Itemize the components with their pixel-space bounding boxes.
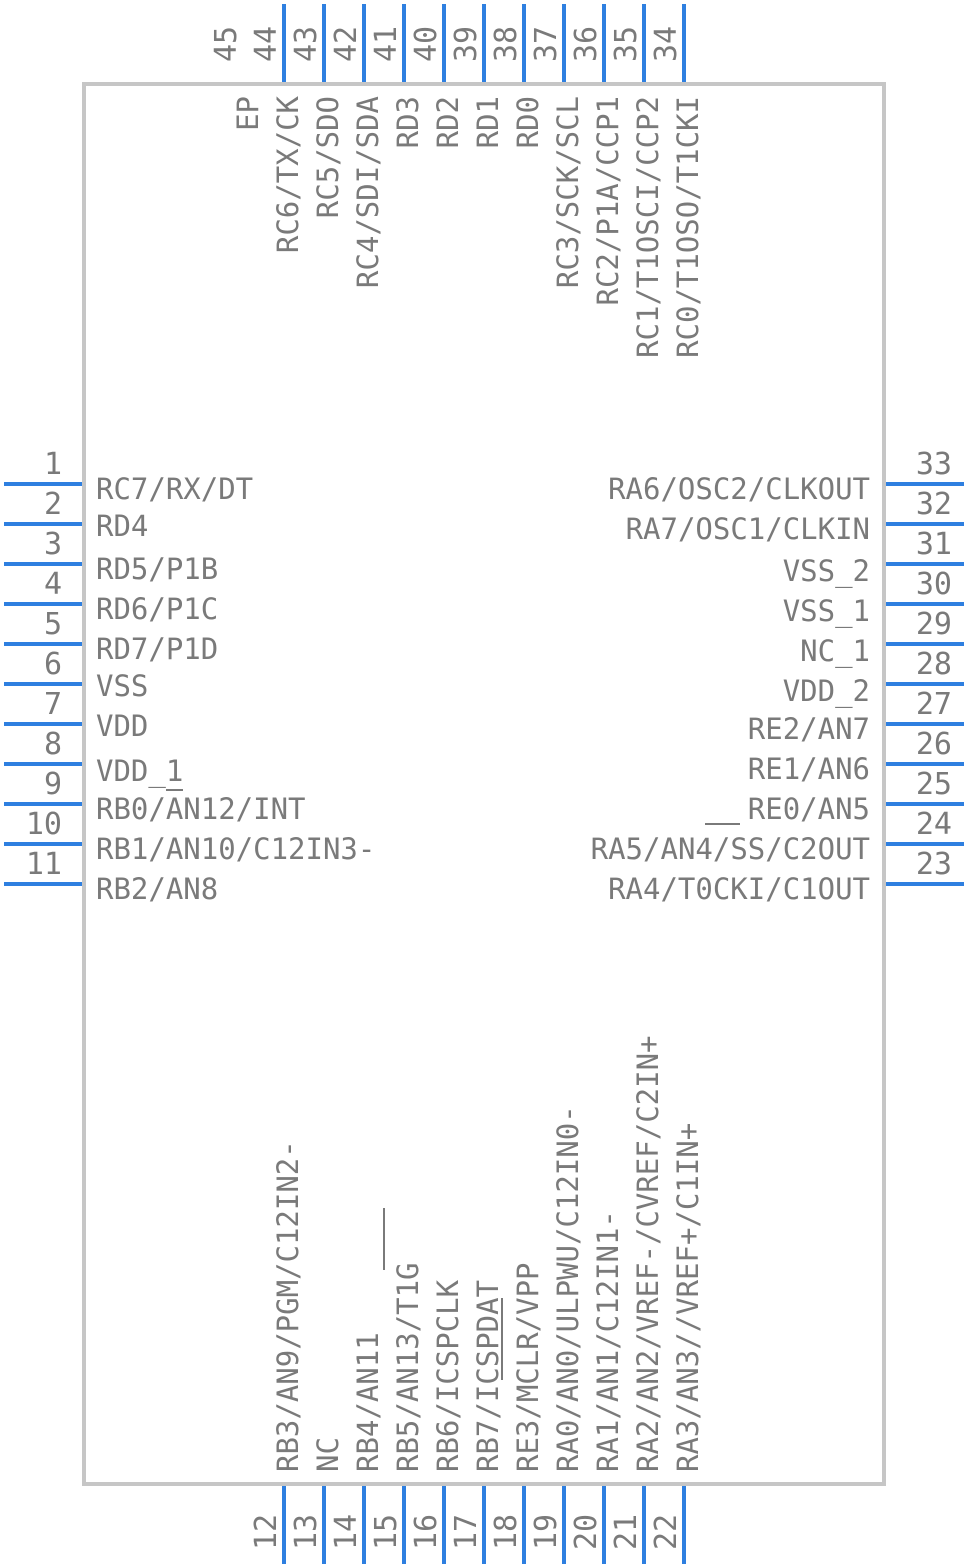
pin-label-10: RB1/AN10/C12IN3- [96, 832, 375, 866]
pin-number-33: 33 [916, 447, 952, 482]
pin-number-41: 41 [369, 26, 404, 62]
pin-number-31: 31 [916, 527, 952, 562]
pin-label-6: VSS [96, 669, 148, 703]
pin-number-20: 20 [569, 1514, 604, 1550]
pin-label-22: RA3/AN3//VREF+/C1IN+ [671, 1123, 705, 1472]
pin-number-3: 3 [44, 527, 62, 562]
pin-number-8: 8 [44, 727, 62, 762]
pin-label-23: RA4/T0CKI/C1OUT [608, 872, 870, 906]
pin-number-43: 43 [289, 26, 324, 62]
pin-label-31: VSS_2 [783, 554, 870, 589]
pin-number-29: 29 [916, 607, 952, 642]
pin-number-35: 35 [609, 26, 644, 62]
pin-number-26: 26 [916, 727, 952, 762]
pin-label-19: RA0/AN0/ULPWU/C12IN0- [551, 1105, 585, 1472]
pin-label-26: RE1/AN6 [748, 752, 870, 786]
pin-number-15: 15 [369, 1514, 404, 1550]
pin-number-11: 11 [26, 847, 62, 882]
pin-label-17: RB7/ICSPDAT [471, 1280, 505, 1472]
pin-label-9: RB0/AN12/INT [96, 792, 306, 826]
pin-number-9: 9 [44, 767, 62, 802]
pin-label-1: RC7/RX/DT [96, 472, 253, 506]
pin-label-7: VDD [96, 709, 148, 743]
pin-label-12: RB3/AN9/PGM/C12IN2- [271, 1140, 305, 1472]
pin-number-22: 22 [649, 1514, 684, 1550]
pin-label-13: NC [311, 1437, 345, 1472]
pin-number-1: 1 [44, 447, 62, 482]
pin-number-18: 18 [489, 1514, 524, 1550]
pin-label-42: RC4/SDI/SDA [351, 96, 385, 288]
pin-label-34: RC0/T1OSO/T1CKI [671, 96, 705, 358]
pin-label-28: VDD_2 [783, 674, 870, 709]
pin-label-21: RA2/AN2/VREF-/CVREF/C2IN+ [631, 1036, 665, 1473]
pin-number-44: 44 [249, 26, 284, 62]
pin-number-40: 40 [409, 26, 444, 62]
pin-number-36: 36 [569, 26, 604, 62]
pin-number-7: 7 [44, 687, 62, 722]
pin-number-4: 4 [44, 567, 62, 602]
pin-label-44: RC6/TX/CK [271, 95, 305, 253]
pin-label-5: RD7/P1D [96, 632, 218, 666]
pin-number-42: 42 [329, 26, 364, 62]
pin-label-35: RC1/T1OSCI/CCP2 [631, 96, 665, 358]
pin-label-36: RC2/P1A/CCP1 [591, 96, 625, 306]
pin-number-14: 14 [329, 1514, 364, 1550]
pin-label-20: RA1/AN1/C12IN1- [591, 1210, 625, 1472]
pin-number-10: 10 [26, 807, 62, 842]
pin-number-38: 38 [489, 26, 524, 62]
pin-number-2: 2 [44, 487, 62, 522]
pin-label-37: RC3/SCK/SCL [551, 96, 585, 288]
pin-label-45: EP [231, 96, 265, 131]
pin-number-24: 24 [916, 807, 952, 842]
pin-label-38: RD0 [511, 96, 545, 148]
pin-number-39: 39 [449, 26, 484, 62]
pin-label-40: RD2 [431, 96, 465, 148]
pin-number-27: 27 [916, 687, 952, 722]
pin-label-41: RD3 [391, 96, 425, 148]
pin-label-24: RA5/AN4/SS/C2OUT [591, 832, 870, 866]
pin-label-29: NC_1 [800, 634, 870, 669]
pin-number-32: 32 [916, 487, 952, 522]
pin-number-34: 34 [649, 26, 684, 62]
pin-number-12: 12 [249, 1514, 284, 1550]
pin-label-14: RB4/AN11 [351, 1332, 385, 1472]
pin-label-3: RD5/P1B [96, 552, 218, 586]
pin-label-8: VDD_1 [96, 754, 183, 789]
pin-number-25: 25 [916, 767, 952, 802]
pin-label-16: RB6/ICSPCLK [431, 1279, 465, 1472]
pin-label-30: VSS_1 [783, 594, 870, 629]
pin-label-18: RE3/MCLR/VPP [511, 1262, 545, 1472]
pin-number-17: 17 [449, 1514, 484, 1550]
pin-number-23: 23 [916, 847, 952, 882]
pin-number-19: 19 [529, 1514, 564, 1550]
pin-number-16: 16 [409, 1514, 444, 1550]
pin-label-27: RE2/AN7 [748, 712, 870, 746]
pin-label-25: RE0/AN5 [748, 792, 870, 826]
pin-number-28: 28 [916, 647, 952, 682]
pin-group: 1RC7/RX/DT2RD43RD5/P1B4RD6/P1C5RD7/P1D6V… [4, 4, 964, 1564]
pin-number-37: 37 [529, 26, 564, 62]
pin-number-5: 5 [44, 607, 62, 642]
pin-label-39: RD1 [471, 96, 505, 148]
pin-number-13: 13 [289, 1514, 324, 1550]
pin-label-33: RA6/OSC2/CLKOUT [608, 472, 870, 506]
pin-label-32: RA7/OSC1/CLKIN [626, 512, 870, 546]
pin-number-30: 30 [916, 567, 952, 602]
pin-number-21: 21 [609, 1514, 644, 1550]
pin-number-45: 45 [209, 26, 244, 62]
pin-label-2: RD4 [96, 509, 148, 543]
pin-number-6: 6 [44, 647, 62, 682]
pin-label-4: RD6/P1C [96, 592, 218, 626]
pin-label-15: RB5/AN13/T1G [391, 1262, 425, 1472]
ic-body-outline [82, 82, 886, 1486]
pin-label-43: RC5/SDO [311, 96, 345, 218]
pin-label-11: RB2/AN8 [96, 872, 218, 906]
